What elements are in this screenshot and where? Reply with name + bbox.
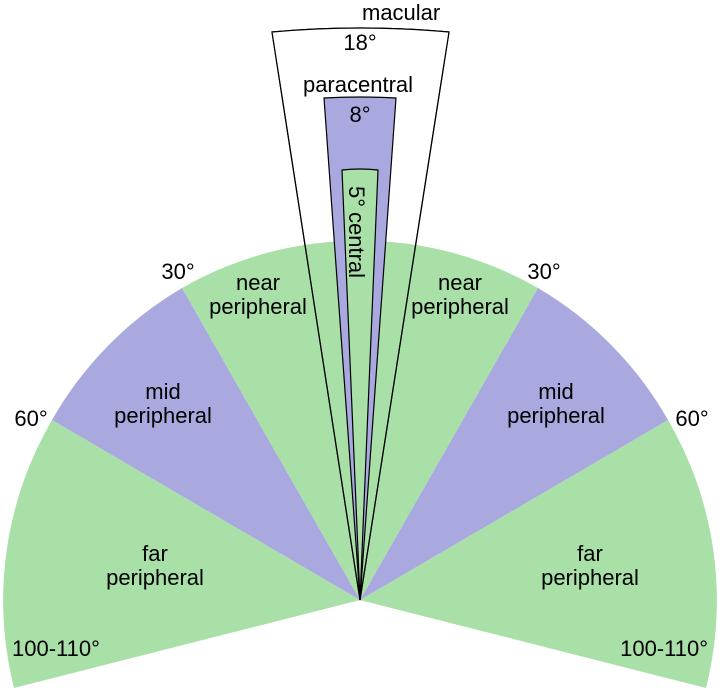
central-angle-label: 5° [344, 186, 369, 207]
mid-peripheral-left-line1: mid [145, 379, 180, 404]
near-peripheral-right-line1: near [438, 270, 482, 295]
far-peripheral-right-sector [360, 420, 717, 688]
far-peripheral-left-sector [3, 420, 361, 688]
angle-60-left-label: 60° [14, 406, 47, 431]
mid-peripheral-right-line2: peripheral [507, 403, 605, 428]
near-peripheral-left-line1: near [236, 270, 280, 295]
far-peripheral-left-line2: peripheral [106, 565, 204, 590]
angle-far-right-label: 100-110° [620, 636, 708, 661]
central-wedge [341, 168, 379, 601]
angle-30-left-label: 30° [161, 259, 194, 284]
angle-30-right-label: 30° [527, 259, 560, 284]
angle-60-right-label: 60° [675, 406, 708, 431]
near-peripheral-right-line2: peripheral [411, 294, 509, 319]
macular-label: macular [362, 0, 440, 25]
near-peripheral-left-line2: peripheral [209, 294, 307, 319]
far-peripheral-right-line1: far [577, 541, 603, 566]
paracentral-angle-label: 8° [349, 102, 370, 127]
paracentral-label: paracentral [303, 72, 413, 97]
angle-far-left-label: 100-110° [12, 636, 100, 661]
mid-peripheral-left-sector [52, 288, 360, 600]
central-label: central [344, 212, 369, 278]
macular-wedge-outline [271, 27, 450, 601]
far-peripheral-left-line1: far [142, 541, 168, 566]
far-peripheral-right-line2: peripheral [541, 565, 639, 590]
macular-angle-label: 18° [343, 30, 376, 55]
mid-peripheral-right-sector [360, 288, 668, 600]
mid-peripheral-right-line1: mid [538, 379, 573, 404]
mid-peripheral-left-line2: peripheral [114, 403, 212, 428]
